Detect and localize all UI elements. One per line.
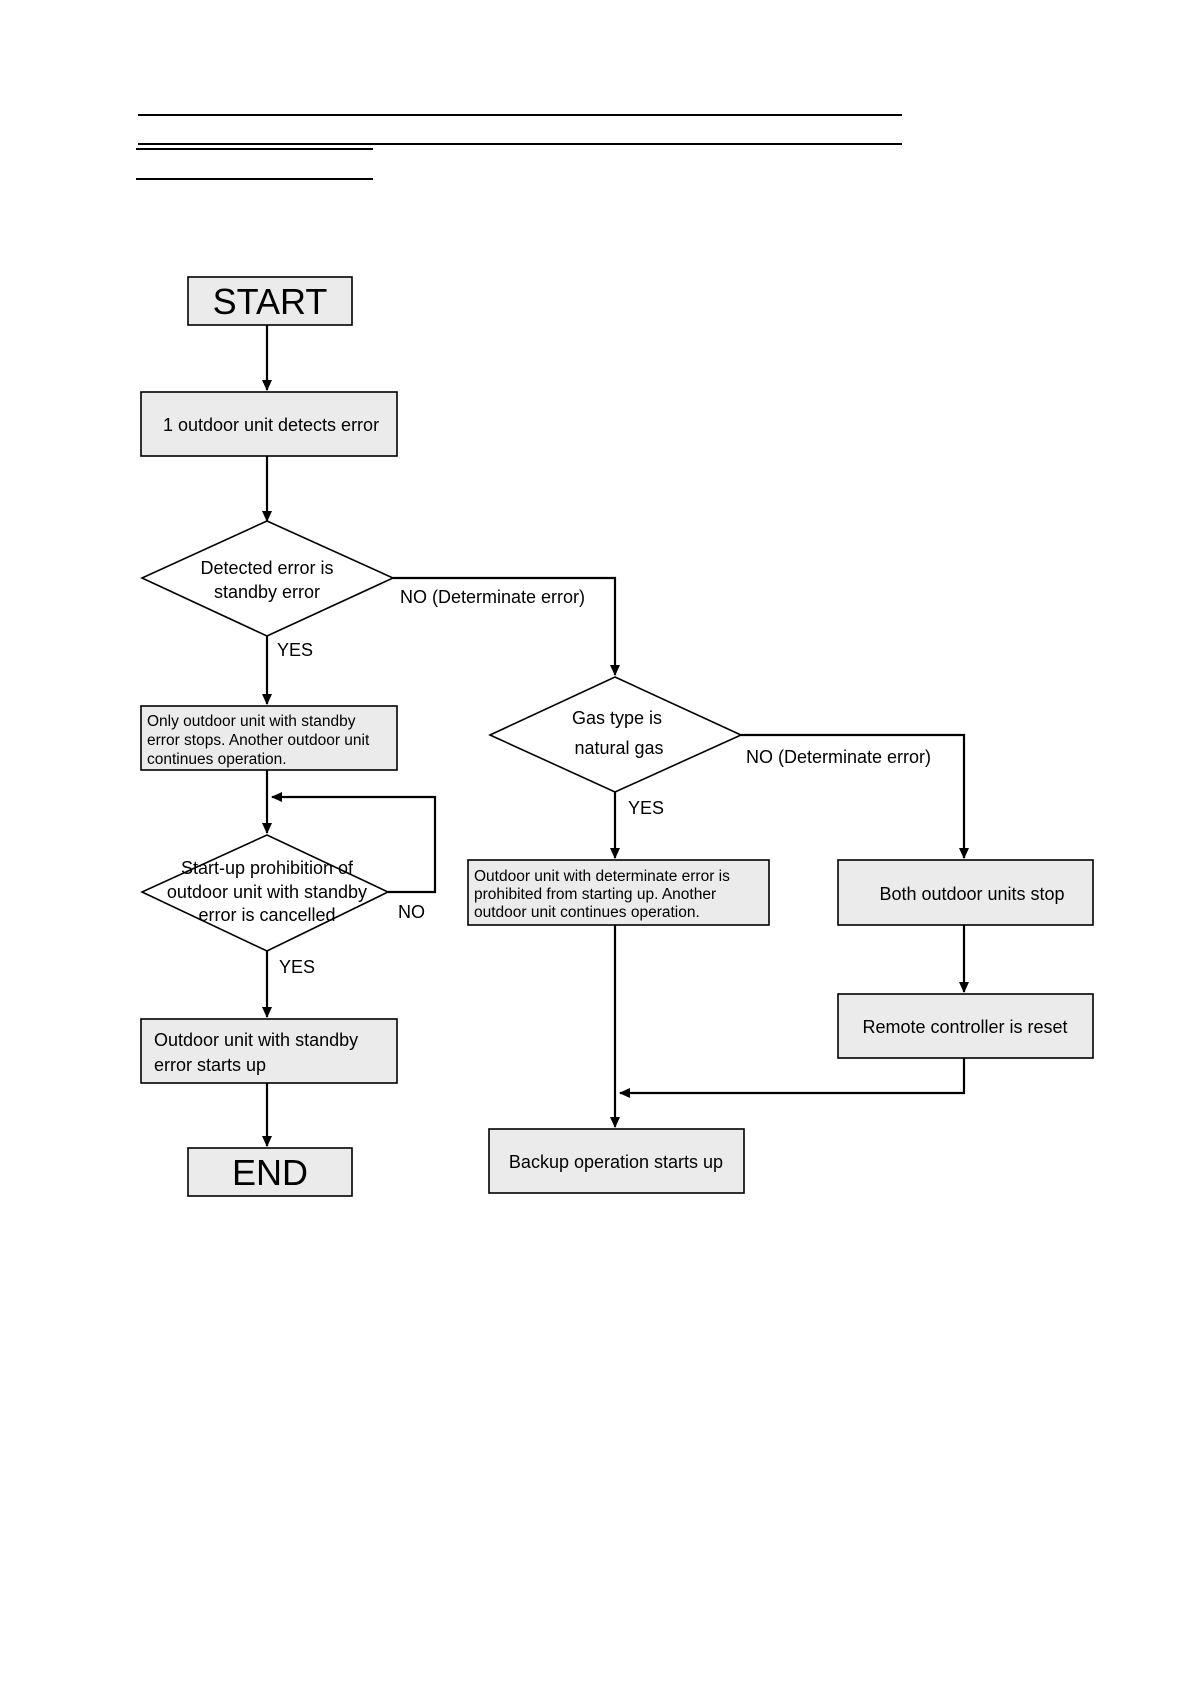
only-stops-line-2: error stops. Another outdoor unit (147, 732, 370, 749)
standby-error-decision: Detected error is standby error (140, 520, 395, 637)
standby-unit-starts-box: Outdoor unit with standby error starts u… (140, 1018, 398, 1084)
backup-label: Backup operation starts up (509, 1152, 723, 1172)
starts-up-line-2: error starts up (154, 1055, 266, 1075)
end-label: END (232, 1152, 308, 1193)
only-stops-line-3: continues operation. (147, 751, 287, 768)
detect-error-box: 1 outdoor unit detects error (140, 391, 398, 457)
gas-decision-line-2: natural gas (574, 738, 663, 758)
end-terminal: END (187, 1147, 353, 1197)
yes-label-3: YES (628, 798, 664, 818)
both-stop-label: Both outdoor units stop (879, 884, 1064, 904)
only-unit-stops-box: Only outdoor unit with standby error sto… (140, 705, 398, 771)
gas-type-decision: Gas type is natural gas (488, 676, 743, 793)
startup-cancelled-decision: Start-up prohibition of outdoor unit wit… (140, 834, 390, 952)
header-rule-short-b (136, 178, 373, 180)
connectors (262, 325, 969, 1147)
startup-decision-line-1: Start-up prohibition of (181, 858, 354, 878)
start-label: START (213, 281, 328, 322)
startup-decision-line-3: error is cancelled (198, 905, 335, 925)
remote-reset-box: Remote controller is reset (837, 993, 1094, 1059)
determinate-prohibited-box: Outdoor unit with determinate error is p… (467, 859, 770, 926)
gas-decision-line-1: Gas type is (572, 708, 662, 728)
start-terminal: START (187, 276, 353, 326)
standby-decision-line-2: standby error (214, 582, 320, 602)
detect-error-label: 1 outdoor unit detects error (163, 415, 379, 435)
no-loop-label: NO (398, 902, 425, 922)
starts-up-line-1: Outdoor unit with standby (154, 1030, 358, 1050)
prohibited-line-3: outdoor unit continues operation. (474, 904, 700, 921)
prohibited-line-1: Outdoor unit with determinate error is (474, 868, 730, 885)
yes-label-2: YES (279, 957, 315, 977)
only-stops-line-1: Only outdoor unit with standby (147, 713, 356, 730)
standby-decision-line-1: Detected error is (200, 558, 333, 578)
startup-decision-line-2: outdoor unit with standby (167, 882, 367, 902)
no-determinate-label-2: NO (Determinate error) (746, 747, 931, 767)
remote-reset-label: Remote controller is reset (862, 1017, 1067, 1037)
header-rule-short-a (136, 148, 373, 150)
header-rule-middle (138, 143, 902, 145)
backup-operation-box: Backup operation starts up (488, 1128, 745, 1194)
both-units-stop-box: Both outdoor units stop (837, 859, 1094, 926)
no-determinate-label-1: NO (Determinate error) (400, 587, 585, 607)
yes-label-1: YES (277, 640, 313, 660)
prohibited-line-2: prohibited from starting up. Another (474, 886, 716, 903)
header-rule-top (138, 114, 902, 116)
